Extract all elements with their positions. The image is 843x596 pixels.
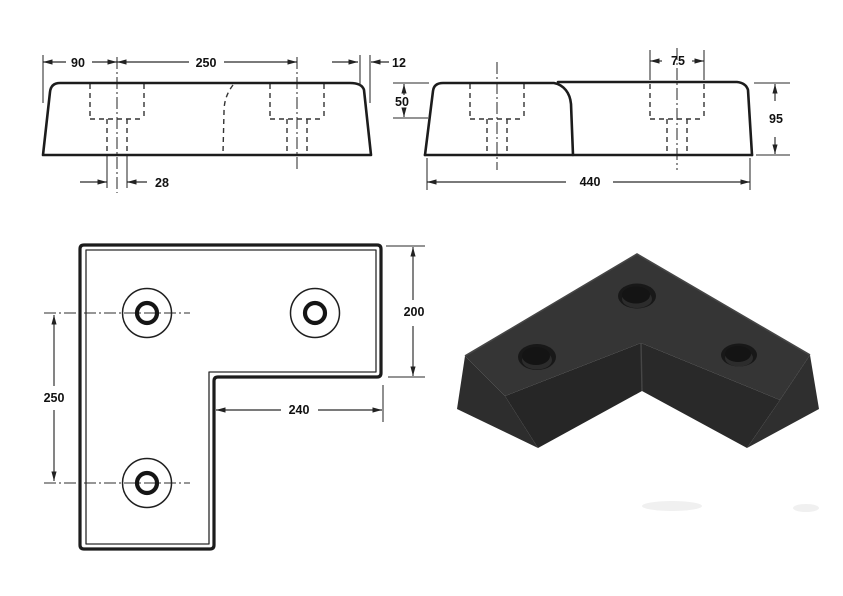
- hole-left: [518, 344, 556, 370]
- floor-shadow: [642, 501, 702, 511]
- dim-label-200: 200: [404, 305, 425, 319]
- dim-label-75: 75: [671, 54, 685, 68]
- plan-view: 250 200 240: [44, 243, 425, 551]
- plan-dimensions: 250 200 240: [44, 245, 425, 481]
- counterbored-hole: [121, 287, 173, 339]
- front-outline: [41, 81, 373, 157]
- floor-shadow: [793, 504, 819, 512]
- plan-top-face-line: [85, 249, 377, 545]
- plan-outline: [78, 243, 383, 551]
- dim-label-240: 240: [289, 403, 310, 417]
- isometric-view: [457, 253, 819, 512]
- end-outline-far-arm: [556, 80, 754, 157]
- edge-highlight: [640, 342, 643, 392]
- end-dimensions: 75 50 95 440: [393, 50, 790, 190]
- hidden-corner-junction: [222, 84, 234, 154]
- front-elevation-view: 90 250 12 28: [41, 55, 406, 193]
- front-left-face: [505, 343, 642, 448]
- dim-label-250-plan: 250: [44, 391, 65, 405]
- dim-label-28: 28: [155, 176, 169, 190]
- dim-label-90: 90: [71, 56, 85, 70]
- dim-label-250: 250: [196, 56, 217, 70]
- end-outline-near-arm: [423, 81, 575, 157]
- hole-right: [721, 343, 757, 367]
- dim-label-440: 440: [580, 175, 601, 189]
- end-elevation-view: 75 50 95 440: [393, 48, 790, 190]
- edge-highlight: [464, 253, 811, 357]
- right-end-face: [747, 355, 819, 448]
- hidden-lines: [89, 84, 325, 154]
- hole-top: [618, 283, 656, 309]
- dim-label-50: 50: [395, 95, 409, 109]
- counterbored-hole: [121, 457, 173, 509]
- counterbored-hole: [289, 287, 341, 339]
- left-end-face: [457, 356, 538, 448]
- front-right-face: [641, 343, 780, 448]
- dim-label-12: 12: [392, 56, 406, 70]
- hidden-lines: [469, 84, 705, 154]
- dim-label-95: 95: [769, 112, 783, 126]
- front-dimensions: 90 250 12 28: [42, 55, 406, 190]
